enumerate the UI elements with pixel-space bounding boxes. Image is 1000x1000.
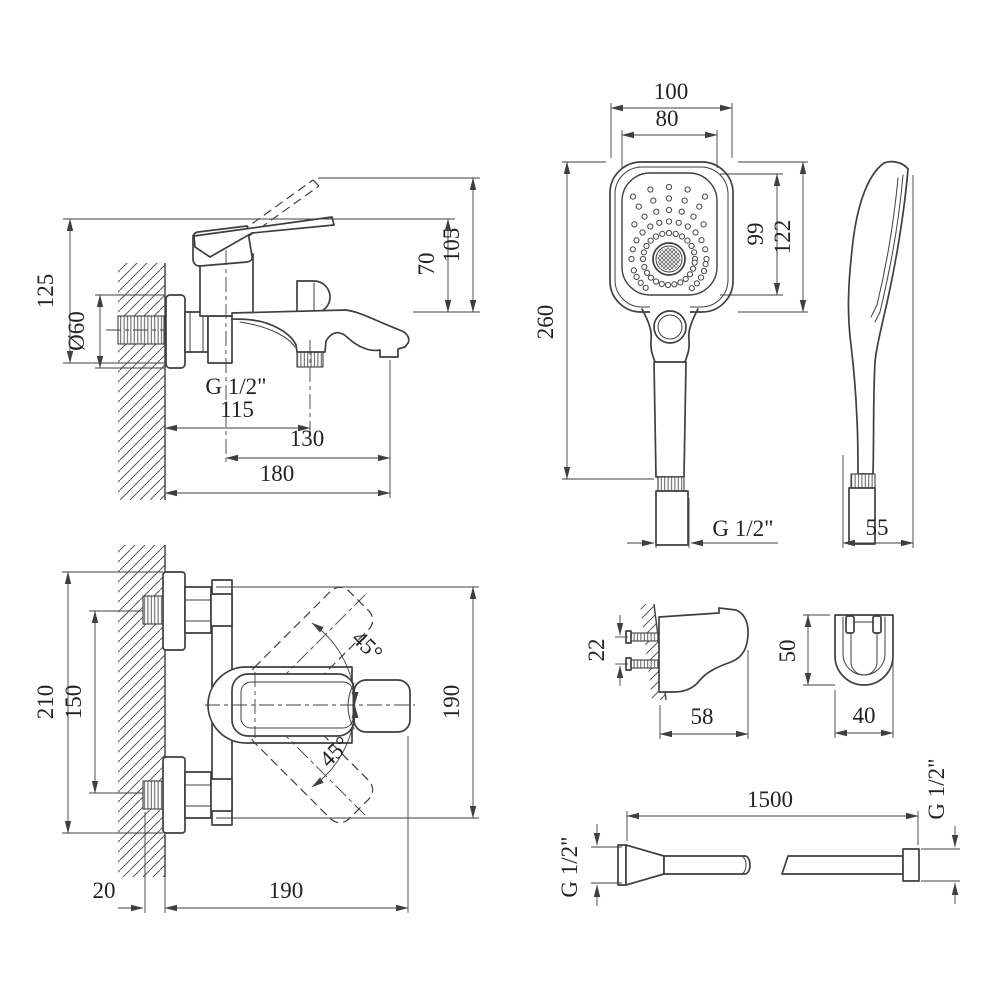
view-hose: G 1/2" 1500 G 1/2": [557, 758, 960, 906]
hang-ring: [653, 310, 687, 344]
body-collar: [207, 315, 233, 364]
angle-label-up: 45°: [347, 625, 387, 665]
hose-left-flange: [617, 844, 627, 886]
shower-head-outline: [609, 161, 734, 313]
dim-label-40: 40: [853, 703, 876, 728]
dim-label-180: 180: [260, 461, 295, 486]
dim-label-105: 105: [439, 228, 464, 263]
holder-body-side: [658, 607, 749, 693]
view-mixer-top: 45° 45° 210 150 190 20 190: [33, 545, 479, 913]
thread-label-mixer: G 1/2": [205, 374, 266, 399]
dim-label-50: 50: [775, 640, 800, 663]
hose-tube-right: [781, 855, 904, 875]
dim-label-122: 122: [770, 220, 795, 255]
dim-label-80: 80: [656, 106, 679, 131]
shower-side-back-edge: [847, 162, 885, 475]
dim-label-115: 115: [220, 397, 254, 422]
view-holder-front: 50 40: [775, 614, 894, 738]
view-holder-side: 22 58: [584, 603, 749, 739]
view-shower-side: 55: [842, 160, 914, 548]
dim-label-130: 130: [290, 426, 325, 451]
handle-lever-top-view: [353, 679, 411, 733]
mount-flange-bottom: [162, 756, 186, 834]
hose-connector-front: [655, 490, 689, 546]
mount-nut-bottom: [184, 771, 212, 819]
dim-label-20: 20: [93, 878, 116, 903]
handle-thread-front: [657, 476, 685, 492]
holder-clip-left: [845, 615, 855, 634]
wall-hatch-top-view: [118, 545, 165, 877]
dim-label-58: 58: [691, 704, 714, 729]
dim-label-210: 210: [33, 685, 58, 720]
hose-tube-left: [663, 855, 751, 875]
dim-label-dia60: Ø60: [64, 311, 89, 351]
dim-label-150: 150: [61, 685, 86, 720]
view-shower-front: 100 80 99 122 260 G 1/2": [533, 79, 808, 548]
mount-stud-bottom: [142, 780, 166, 810]
dim-label-190-width: 190: [269, 878, 304, 903]
shower-side-face-edge: [872, 168, 909, 475]
shower-handle-front: [653, 361, 687, 478]
thread-label-hose-right: G 1/2": [924, 758, 949, 819]
escutcheon-flange: [165, 294, 186, 369]
dim-label-100: 100: [654, 79, 689, 104]
spout-body: [231, 309, 410, 358]
dim-label-190-height: 190: [439, 685, 464, 720]
thread-label-shower: G 1/2": [712, 516, 773, 541]
thread-label-hose-left: G 1/2": [557, 836, 582, 897]
dim-label-55: 55: [866, 515, 889, 540]
view-mixer-side: 125 Ø60 G 1/2" 115 130 180 70 105: [33, 177, 480, 500]
shower-head-face: [621, 172, 718, 296]
dim-label-70: 70: [414, 253, 439, 276]
hose-right-fitting: [902, 848, 920, 882]
handle-thread-side: [850, 473, 876, 489]
holder-screw-top: [629, 632, 659, 642]
handle-lever: [193, 216, 335, 258]
mount-nut-top: [184, 586, 212, 634]
dim-label-260: 260: [533, 305, 558, 340]
dim-label-125: 125: [33, 274, 58, 309]
mount-collar-bottom: [210, 778, 233, 812]
wall-hatch: [118, 263, 165, 500]
hose-left-cone: [625, 844, 665, 886]
shower-side-top-edge: [883, 160, 909, 170]
holder-clip-right: [872, 615, 882, 634]
dim-label-1500: 1500: [747, 787, 793, 812]
mount-stud-top: [142, 595, 166, 625]
dim-label-22: 22: [584, 639, 609, 662]
dim-label-99: 99: [743, 223, 768, 246]
mount-flange-top: [162, 571, 186, 651]
spray-nozzle-pattern: [628, 183, 710, 292]
mount-collar-top: [210, 593, 233, 627]
connection-nut: [184, 311, 209, 353]
hose-connector-side: [848, 487, 876, 545]
holder-screw-bottom: [629, 659, 659, 669]
